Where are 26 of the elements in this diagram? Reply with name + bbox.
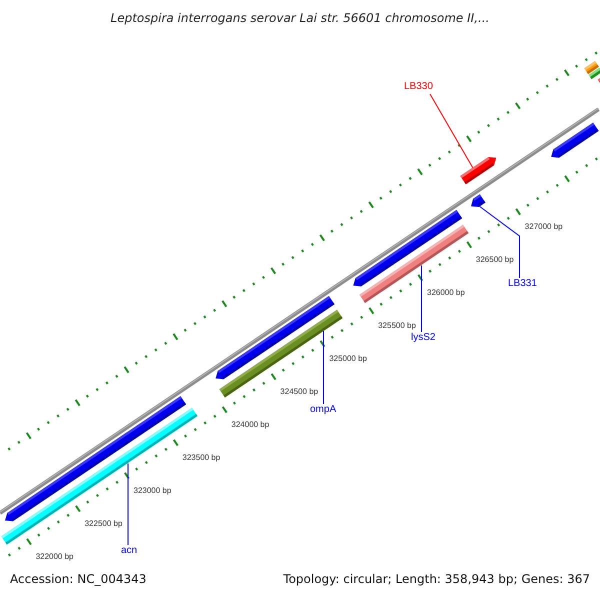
map-title: Leptospira interrogans serovar Lai str. 56601 chromosome II,...	[110, 11, 490, 25]
tick-label: 325000 bp	[329, 354, 368, 363]
gene-label: lysS2	[411, 332, 436, 344]
gene-feature	[460, 157, 496, 184]
tick-label: 323500 bp	[182, 452, 220, 462]
accession-text: Accession: NC_004343	[10, 573, 146, 587]
tick-label: 324000 bp	[231, 420, 270, 429]
tick-label: 325500 bp	[378, 320, 416, 330]
tick-label: 326500 bp	[476, 254, 514, 264]
leader-line	[430, 94, 474, 168]
leader-line	[421, 265, 422, 332]
tick-label: 326000 bp	[427, 288, 465, 297]
leader-line	[479, 206, 520, 278]
gene-feature	[359, 224, 469, 303]
tick-label: 323000 bp	[134, 486, 172, 495]
gene-label: LB331	[508, 278, 537, 290]
leader-line	[323, 330, 324, 404]
tick-label: 324500 bp	[280, 386, 318, 396]
gene-label: LB330	[404, 81, 433, 92]
gene-feature	[471, 194, 486, 207]
topology-text: Topology: circular; Length: 358,943 bp; Genes: 367	[283, 573, 590, 587]
tick-label: 322000 bp	[36, 552, 74, 561]
gene-label: ompA	[310, 404, 336, 416]
gene-label: acn	[121, 545, 138, 556]
tick-label: 322500 bp	[84, 518, 122, 528]
tick-label: 327000 bp	[524, 222, 563, 231]
